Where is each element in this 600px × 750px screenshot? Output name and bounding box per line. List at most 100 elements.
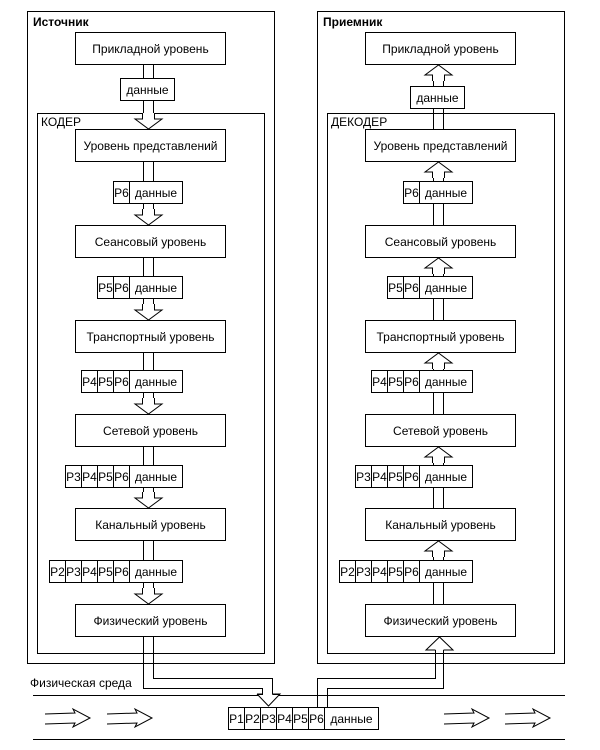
layer-label: Уровень представлений xyxy=(374,139,508,153)
layer-label: Уровень представлений xyxy=(84,139,218,153)
packet-header-label: P4 xyxy=(82,565,97,579)
layer-box: Сеансовый уровень xyxy=(75,225,226,258)
packet-header-label: P6 xyxy=(404,375,419,389)
packet-header-label: P6 xyxy=(114,281,129,295)
packet-data-cell xyxy=(419,560,473,583)
packet-header-label: P4 xyxy=(82,470,97,484)
source-path-outer xyxy=(143,637,263,694)
packet-data-label: данные xyxy=(126,83,169,97)
transmission-paths xyxy=(143,636,455,707)
layer-label: Физический уровень xyxy=(94,614,208,628)
arrow-up-icon xyxy=(423,161,454,178)
layer-label: Транспортный уровень xyxy=(86,330,214,344)
layer-box: Сеансовый уровень xyxy=(365,225,516,258)
layer-box: Уровень представлений xyxy=(365,129,516,162)
layer-label: Сеансовый уровень xyxy=(385,235,497,249)
packet-header-label: P5 xyxy=(388,565,403,579)
layer-box: Физический уровень xyxy=(365,604,516,637)
packet-header-label: P2 xyxy=(50,565,65,579)
packet-data-cell xyxy=(419,276,473,299)
packet-header-label: P5 xyxy=(388,470,403,484)
packet-header-label: P5 xyxy=(98,565,113,579)
layer-label: Прикладной уровень xyxy=(92,42,208,56)
packet-header-label: P3 xyxy=(356,470,371,484)
arrow-right-icon xyxy=(443,707,491,729)
packet-data-cell xyxy=(129,370,183,393)
layer-box: Сетевой уровень xyxy=(365,414,516,447)
decoder-frame xyxy=(327,113,555,654)
packet: P6 данные xyxy=(113,181,183,204)
packet-data-label: данные xyxy=(425,281,468,295)
packet-header-label: P6 xyxy=(114,186,129,200)
packet-header-label: P6 xyxy=(404,565,419,579)
receiver-frame xyxy=(317,11,565,664)
packet-header-label: P6 xyxy=(404,281,419,295)
receiver-path-inner xyxy=(327,650,444,707)
packet-header-label: P5 xyxy=(388,281,403,295)
layer-label: Сетевой уровень xyxy=(393,424,488,438)
layer-box: Прикладной уровень xyxy=(365,32,516,65)
layer-label: Прикладной уровень xyxy=(382,42,498,56)
packet-header-label: P1 xyxy=(229,712,244,726)
source-path-inner xyxy=(153,637,273,694)
decoder-label: ДЕКОДЕР xyxy=(331,115,387,129)
medium-direction-arrows xyxy=(44,707,552,729)
packet-header-label: P4 xyxy=(372,565,387,579)
arrow-up-icon xyxy=(423,540,454,557)
packet-data-cell xyxy=(120,78,175,101)
arrow-up-icon xyxy=(423,446,454,463)
arrow-right-icon xyxy=(44,707,92,729)
packet-header-label: P5 xyxy=(98,281,113,295)
arrow-right-icon xyxy=(106,707,154,729)
layer-label: Канальный уровень xyxy=(385,518,496,532)
packet-header-label: P6 xyxy=(114,470,129,484)
packet-data-label: данные xyxy=(425,375,468,389)
packet-data-label: данные xyxy=(330,712,373,726)
packet-header-label: P4 xyxy=(277,712,292,726)
packet: данные xyxy=(120,78,175,101)
packet-data-cell xyxy=(129,276,183,299)
arrow-down-icon xyxy=(133,209,164,226)
packet-data-label: данные xyxy=(425,565,468,579)
arrow-down-icon xyxy=(133,304,164,321)
layer-box: Транспортный уровень xyxy=(75,320,226,353)
packet-header-label: P4 xyxy=(372,470,387,484)
arrow-right-icon xyxy=(504,707,552,729)
encoder-label: КОДЕР xyxy=(41,115,81,129)
packet-data-cell xyxy=(324,707,379,730)
arrow-down-icon xyxy=(133,588,164,605)
packet-data-label: данные xyxy=(135,470,178,484)
packet-header-label: P3 xyxy=(66,470,81,484)
packet-data-label: данные xyxy=(135,186,178,200)
packet-header-label: P5 xyxy=(388,375,403,389)
packet-data-cell xyxy=(129,181,183,204)
packet-data-cell xyxy=(419,181,473,204)
layer-box: Транспортный уровень xyxy=(365,320,516,353)
source-title: Источник xyxy=(33,15,90,29)
packet-data-label: данные xyxy=(425,470,468,484)
packet-data-cell xyxy=(419,465,473,488)
arrow-down-icon xyxy=(133,113,164,130)
packet-header-label: P2 xyxy=(245,712,260,726)
layer-box: Физический уровень xyxy=(75,604,226,637)
packet-header-label: P4 xyxy=(372,375,387,389)
layer-label: Сетевой уровень xyxy=(103,424,198,438)
packet-header-label: P4 xyxy=(82,375,97,389)
arrow-up-icon xyxy=(423,64,454,81)
receiver-title: Приемник xyxy=(323,15,383,29)
layer-box: Канальный уровень xyxy=(75,508,226,541)
layer-box: Сетевой уровень xyxy=(75,414,226,447)
packet-data-label: данные xyxy=(135,565,178,579)
packet-header-label: P6 xyxy=(404,470,419,484)
layer-label: Физический уровень xyxy=(384,614,498,628)
packet-header-label: P6 xyxy=(114,375,129,389)
